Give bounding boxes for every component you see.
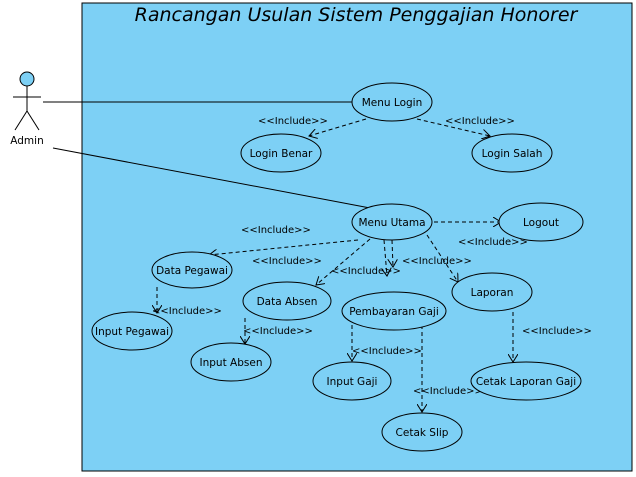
- include-label: <<Include>>: [352, 346, 422, 357]
- include-label: <<Include>>: [402, 256, 472, 267]
- include-pembayaran-gaji: [384, 239, 387, 276]
- use-case-label: Laporan: [471, 287, 514, 299]
- use-case-login-salah: Login Salah: [471, 133, 553, 173]
- use-case-logout: Logout: [498, 202, 584, 242]
- include-label: <<Include>>: [458, 237, 528, 248]
- include-label: <<Include>>: [413, 386, 483, 397]
- association-admin-menu-utama: [52, 147, 371, 209]
- include-data-absen: [316, 238, 371, 285]
- include-label: <<Include>>: [258, 116, 328, 127]
- use-case-label: Cetak Laporan Gaji: [476, 376, 576, 388]
- include-label: <<Include>>: [152, 306, 222, 317]
- use-case-laporan: Laporan: [451, 272, 533, 312]
- use-case-label: Menu Login: [362, 97, 423, 109]
- actor-left-leg-icon: [14, 110, 28, 131]
- actor-right-leg-icon: [26, 110, 40, 131]
- system-title: Rancangan Usulan Sistem Penggajian Honor…: [135, 4, 579, 26]
- use-case-cetak-slip: Cetak Slip: [381, 412, 463, 452]
- use-case-pembayaran-gaji: Pembayaran Gaji: [341, 291, 447, 331]
- use-case-label: Input Pegawai: [95, 326, 169, 338]
- include-label: <<Include>>: [331, 266, 401, 277]
- use-case-input-absen: Input Absen: [190, 342, 272, 382]
- include-label: <<Include>>: [522, 326, 592, 337]
- use-case-data-pegawai: Data Pegawai: [151, 251, 233, 289]
- use-case-label: Pembayaran Gaji: [349, 306, 439, 318]
- use-case-data-absen: Data Absen: [242, 281, 332, 321]
- use-case-input-gaji: Input Gaji: [312, 361, 392, 401]
- use-case-input-pegawai: Input Pegawai: [91, 311, 173, 351]
- use-case-label: Login Salah: [482, 148, 543, 160]
- use-case-label: Data Pegawai: [156, 265, 228, 277]
- include-laporan: [392, 239, 393, 267]
- actor-head-icon: [19, 71, 35, 87]
- use-case-menu-login: Menu Login: [351, 82, 433, 122]
- include-label: <<Include>>: [252, 256, 322, 267]
- use-case-label: Login Benar: [250, 148, 313, 160]
- use-case-label: Input Absen: [200, 357, 263, 369]
- include-laporan-b: [426, 234, 458, 282]
- use-case-label: Input Gaji: [327, 376, 378, 388]
- include-login-salah: [416, 118, 490, 136]
- use-case-label: Data Absen: [257, 296, 318, 308]
- include-label: <<Include>>: [445, 116, 515, 127]
- actor-label: Admin: [10, 135, 43, 147]
- use-case-label: Logout: [523, 217, 559, 229]
- use-case-cetak-laporan-gaji: Cetak Laporan Gaji: [470, 361, 582, 401]
- use-case-label: Menu Utama: [358, 217, 425, 229]
- use-case-menu-utama: Menu Utama: [351, 203, 433, 241]
- include-login-benar: [309, 118, 367, 136]
- use-case-label: Cetak Slip: [396, 427, 449, 439]
- use-case-login-benar: Login Benar: [240, 133, 322, 173]
- actor-admin: Admin: [10, 71, 44, 147]
- include-label: <<Include>>: [243, 326, 313, 337]
- include-data-pegawai: [209, 239, 359, 255]
- include-label: <<Include>>: [241, 225, 311, 236]
